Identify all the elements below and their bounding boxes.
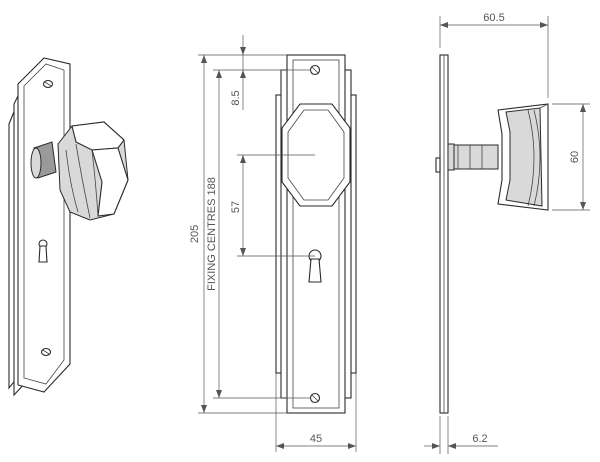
dim-top-offset: 8.5 xyxy=(230,90,242,105)
front-knob xyxy=(281,103,351,207)
side-spindle xyxy=(453,144,499,170)
side-dimensions: 60.5 60 6.2 xyxy=(424,12,590,454)
dim-projection: 60.5 xyxy=(483,12,504,24)
dim-knob-offset: 57 xyxy=(230,201,242,213)
iso-main-plate xyxy=(17,57,71,393)
dim-knob-height: 60 xyxy=(569,151,581,163)
front-dimensions: 205 FIXING CENTRES 188 8.5 57 45 xyxy=(189,35,357,452)
dim-plate-width: 45 xyxy=(310,433,322,445)
dim-plate-depth: 6.2 xyxy=(472,433,487,445)
side-rose xyxy=(447,143,455,171)
front-view xyxy=(275,54,357,414)
dim-overall-height: 205 xyxy=(189,225,201,243)
isometric-view xyxy=(8,57,129,397)
iso-plate-inner-edge xyxy=(23,63,65,385)
side-view xyxy=(435,54,549,414)
dim-fixing-centres: FIXING CENTRES 188 xyxy=(206,177,218,291)
